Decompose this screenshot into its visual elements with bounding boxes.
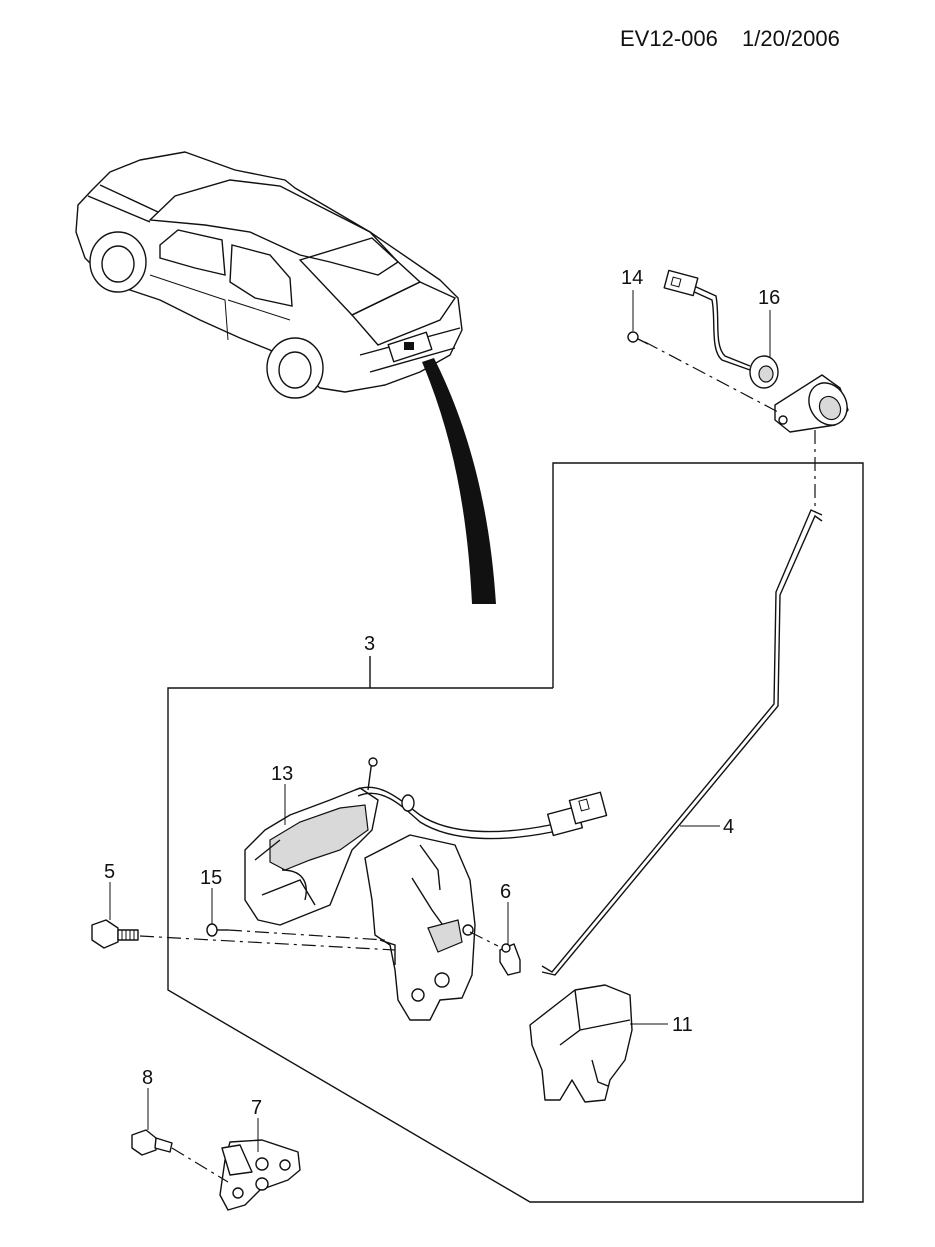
clip-6 <box>499 943 521 976</box>
leader-lines <box>109 290 771 1152</box>
lock-cylinder <box>663 269 849 433</box>
striker-plate <box>219 1139 301 1211</box>
callout-16: 16 <box>758 287 780 309</box>
rod <box>541 509 823 976</box>
callout-5: 5 <box>104 861 115 883</box>
callout-11: 11 <box>672 1014 693 1036</box>
callout-13: 13 <box>271 763 293 785</box>
pointer-arrow <box>422 358 496 604</box>
callout-14: 14 <box>621 267 643 289</box>
car-illustration <box>75 151 463 399</box>
bolt-5 <box>91 919 139 949</box>
latch-actuator <box>244 757 608 926</box>
latch-bracket <box>364 834 476 1021</box>
callout-15: 15 <box>200 867 222 889</box>
callout-3: 3 <box>364 633 375 655</box>
latch-cover <box>529 984 633 1103</box>
doc-date: 1/20/2006 <box>742 26 840 51</box>
bolt-8 <box>131 1129 173 1156</box>
screw-14 <box>627 331 649 345</box>
callout-6: 6 <box>500 881 511 903</box>
doc-code: EV12-006 <box>620 26 718 51</box>
callout-8: 8 <box>142 1067 153 1089</box>
callout-4: 4 <box>723 816 734 838</box>
assembly-outline <box>167 462 864 1203</box>
screw-15 <box>206 923 228 937</box>
callout-7: 7 <box>251 1097 262 1119</box>
